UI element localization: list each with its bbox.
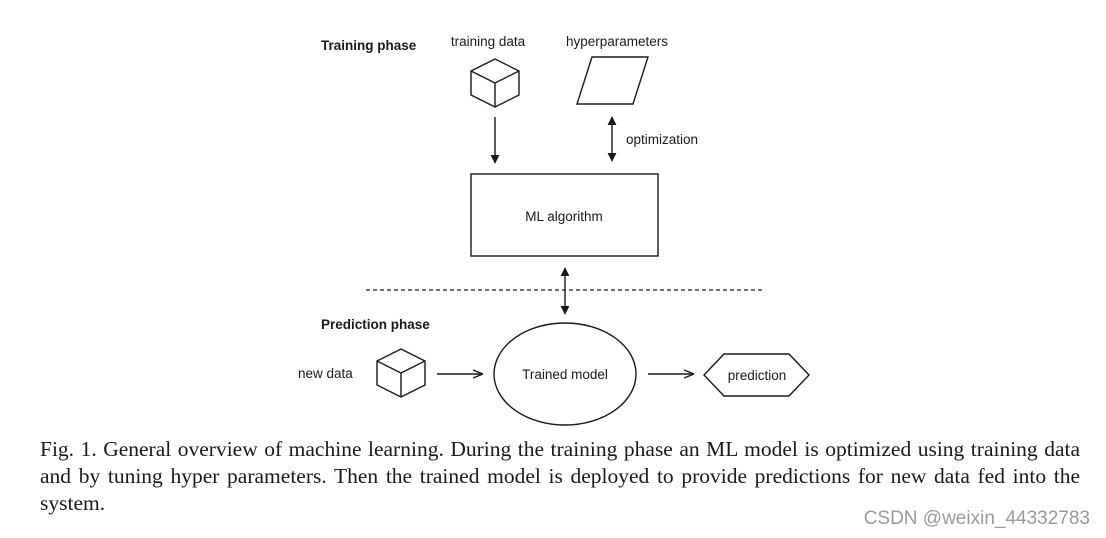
trained-model-label: Trained model	[522, 367, 608, 382]
ml-overview-diagram: Training phase training data hyperparame…	[298, 34, 810, 426]
hyperparameters-parallelogram	[576, 56, 649, 105]
training-data-cube-icon	[470, 58, 520, 108]
figure-caption: Fig. 1. General overview of machine lear…	[40, 437, 1080, 515]
trained-model-ellipse	[493, 322, 637, 426]
new-data-label: new data	[298, 366, 353, 381]
prediction-phase-label: Prediction phase	[321, 317, 430, 332]
training-data-label: training data	[451, 34, 526, 49]
watermark: CSDN @weixin_44332783	[863, 508, 1090, 529]
optimization-label: optimization	[626, 132, 698, 147]
prediction-hexagon	[703, 353, 810, 397]
ml-algorithm-label: ML algorithm	[525, 209, 603, 224]
training-phase-label: Training phase	[321, 38, 417, 53]
ml-algorithm-box	[470, 173, 659, 257]
prediction-label: prediction	[728, 368, 787, 383]
hyperparameters-label: hyperparameters	[566, 34, 668, 49]
new-data-cube-icon	[376, 348, 426, 398]
